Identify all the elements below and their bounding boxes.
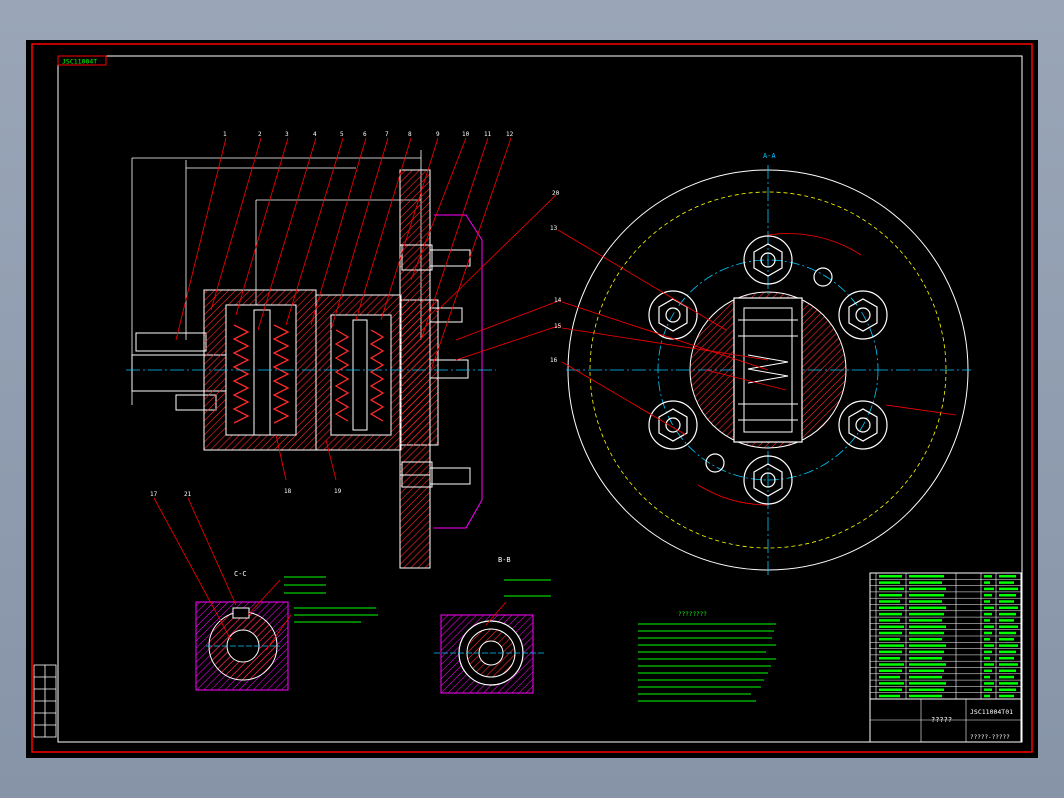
section-aa-label: A-A bbox=[763, 152, 776, 160]
corner-label: JSC11004T bbox=[62, 58, 97, 66]
part-number-8: 8 bbox=[408, 131, 412, 138]
part-number-10: 10 bbox=[462, 131, 470, 138]
aa-bolt-pattern bbox=[648, 235, 888, 505]
title-block-name: ????? bbox=[931, 716, 952, 724]
part-number-19: 19 bbox=[334, 488, 342, 495]
part-number-9: 9 bbox=[436, 131, 440, 138]
cad-drawing-canvas[interactable]: JSC11004T bbox=[26, 40, 1038, 758]
part-number-7: 7 bbox=[385, 131, 389, 138]
part-number-5: 5 bbox=[340, 131, 344, 138]
part-number-1: 1 bbox=[223, 131, 227, 138]
section-bb-label: B-B bbox=[498, 556, 511, 564]
left-revision-strip bbox=[33, 664, 57, 738]
part-number-11: 11 bbox=[484, 131, 492, 138]
main-section-view: 1 2 3 4 5 6 7 8 9 10 11 12 20 18 19 bbox=[126, 131, 562, 569]
part-number-21: 21 bbox=[184, 491, 192, 498]
part-number-20: 20 bbox=[552, 190, 560, 197]
tech-notes-title: ???????? bbox=[678, 611, 707, 618]
part-number-13: 13 bbox=[550, 225, 558, 232]
part-number-2: 2 bbox=[258, 131, 262, 138]
parts-list-table bbox=[869, 572, 1022, 700]
drawing-frame: JSC11004T bbox=[31, 43, 1033, 753]
section-bb-view: B-B bbox=[434, 556, 551, 694]
technical-notes: ???????? bbox=[638, 611, 776, 702]
part-number-3: 3 bbox=[285, 131, 289, 138]
part-number-16: 16 bbox=[550, 357, 558, 364]
part-number-12: 12 bbox=[506, 131, 514, 138]
title-block: JSC11004T01 ????? ?????-????? bbox=[869, 698, 1022, 743]
part-number-17: 17 bbox=[150, 491, 158, 498]
title-block-footer: ?????-????? bbox=[970, 734, 1010, 741]
section-aa-view: A-A bbox=[550, 152, 971, 575]
part-number-6: 6 bbox=[363, 131, 367, 138]
section-cc-label: C-C bbox=[234, 570, 247, 578]
part-number-15: 15 bbox=[554, 323, 562, 330]
part-number-4: 4 bbox=[313, 131, 317, 138]
title-block-drawing-no: JSC11004T01 bbox=[970, 708, 1013, 716]
part-number-14: 14 bbox=[554, 297, 562, 304]
mechanical-assembly-drawing: JSC11004T bbox=[31, 43, 1033, 753]
part-number-18: 18 bbox=[284, 488, 292, 495]
section-cc-view: C-C 17 21 bbox=[150, 491, 378, 691]
